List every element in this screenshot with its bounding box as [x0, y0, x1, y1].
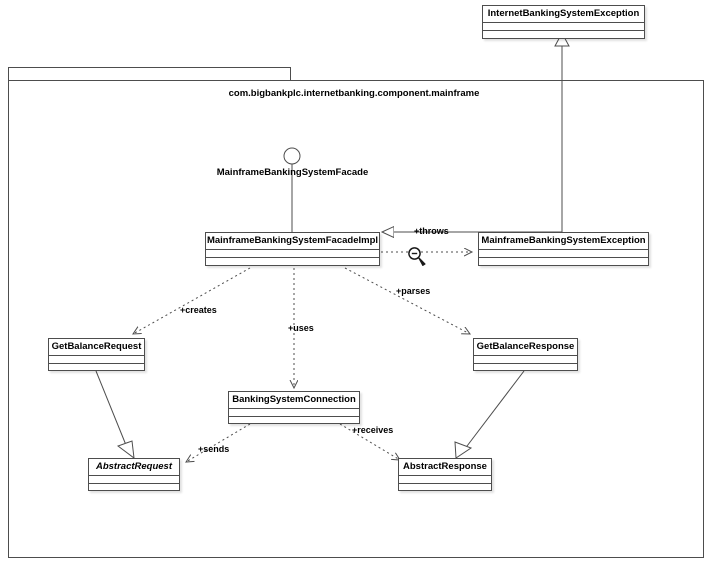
package-tab: [8, 67, 291, 81]
generalization-exception-arrowhead: [554, 31, 570, 47]
generalization-response-arrowhead: [454, 441, 473, 459]
dependency-creates: [133, 267, 251, 334]
dependency-parses: [344, 267, 470, 334]
class-name-internet-banking-system-exception: InternetBankingSystemException: [483, 6, 644, 23]
class-box-mainframe-banking-system-exception[interactable]: MainframeBankingSystemException: [478, 232, 649, 266]
class-attributes-compartment: [229, 409, 359, 417]
class-attributes-compartment: [479, 250, 648, 258]
class-attributes-compartment: [89, 476, 179, 484]
edge-label-uses: +uses: [288, 323, 314, 333]
class-attributes-compartment: [49, 356, 144, 364]
class-name-abstract-request: AbstractRequest: [89, 459, 179, 476]
generalization-request-arrowhead: [116, 440, 135, 460]
edge-label-parses: +parses: [396, 286, 431, 296]
edge-label-throws: +throws: [414, 226, 449, 236]
class-attributes-compartment: [483, 23, 644, 31]
class-box-abstract-response[interactable]: AbstractResponse: [398, 458, 492, 491]
class-box-internet-banking-system-exception[interactable]: InternetBankingSystemException: [482, 5, 645, 39]
edge-label-creates: +creates: [180, 305, 217, 315]
class-name-abstract-response: AbstractResponse: [399, 459, 491, 476]
class-attributes-compartment: [474, 356, 577, 364]
class-operations-compartment: [399, 484, 491, 491]
class-attributes-compartment: [206, 250, 379, 258]
interface-label-mainframe-banking-system-facade: MainframeBankingSystemFacade: [216, 167, 369, 178]
class-operations-compartment: [474, 364, 577, 371]
edge-label-receives: +receives: [352, 425, 394, 435]
class-attributes-compartment: [399, 476, 491, 484]
class-operations-compartment: [479, 258, 648, 265]
class-box-mainframe-banking-system-facade-impl[interactable]: MainframeBankingSystemFacadeImpl: [205, 232, 380, 266]
package-body: [8, 80, 704, 558]
lollipop-connector: [283, 147, 301, 232]
class-operations-compartment: [229, 417, 359, 424]
class-name-get-balance-request: GetBalanceRequest: [49, 339, 144, 356]
class-name-banking-system-connection: BankingSystemConnection: [229, 392, 359, 409]
generalization-request-line: [95, 370, 129, 451]
class-operations-compartment: [483, 31, 644, 38]
dependency-sends: [186, 423, 251, 462]
edge-label-sends: +sends: [198, 444, 230, 454]
class-name-mainframe-banking-system-facade-impl: MainframeBankingSystemFacadeImpl: [206, 233, 379, 250]
package-label: com.bigbankplc.internetbanking.component…: [228, 88, 480, 99]
class-box-get-balance-response[interactable]: GetBalanceResponse: [473, 338, 578, 371]
generalization-response-line: [463, 370, 525, 451]
class-name-get-balance-response: GetBalanceResponse: [474, 339, 577, 356]
class-box-get-balance-request[interactable]: GetBalanceRequest: [48, 338, 145, 371]
class-operations-compartment: [206, 258, 379, 265]
class-operations-compartment: [49, 364, 144, 371]
dependency-receives: [339, 423, 400, 460]
class-box-banking-system-connection[interactable]: BankingSystemConnection: [228, 391, 360, 424]
class-name-mainframe-banking-system-exception: MainframeBankingSystemException: [479, 233, 648, 250]
class-operations-compartment: [89, 484, 179, 491]
class-box-abstract-request[interactable]: AbstractRequest: [88, 458, 180, 491]
